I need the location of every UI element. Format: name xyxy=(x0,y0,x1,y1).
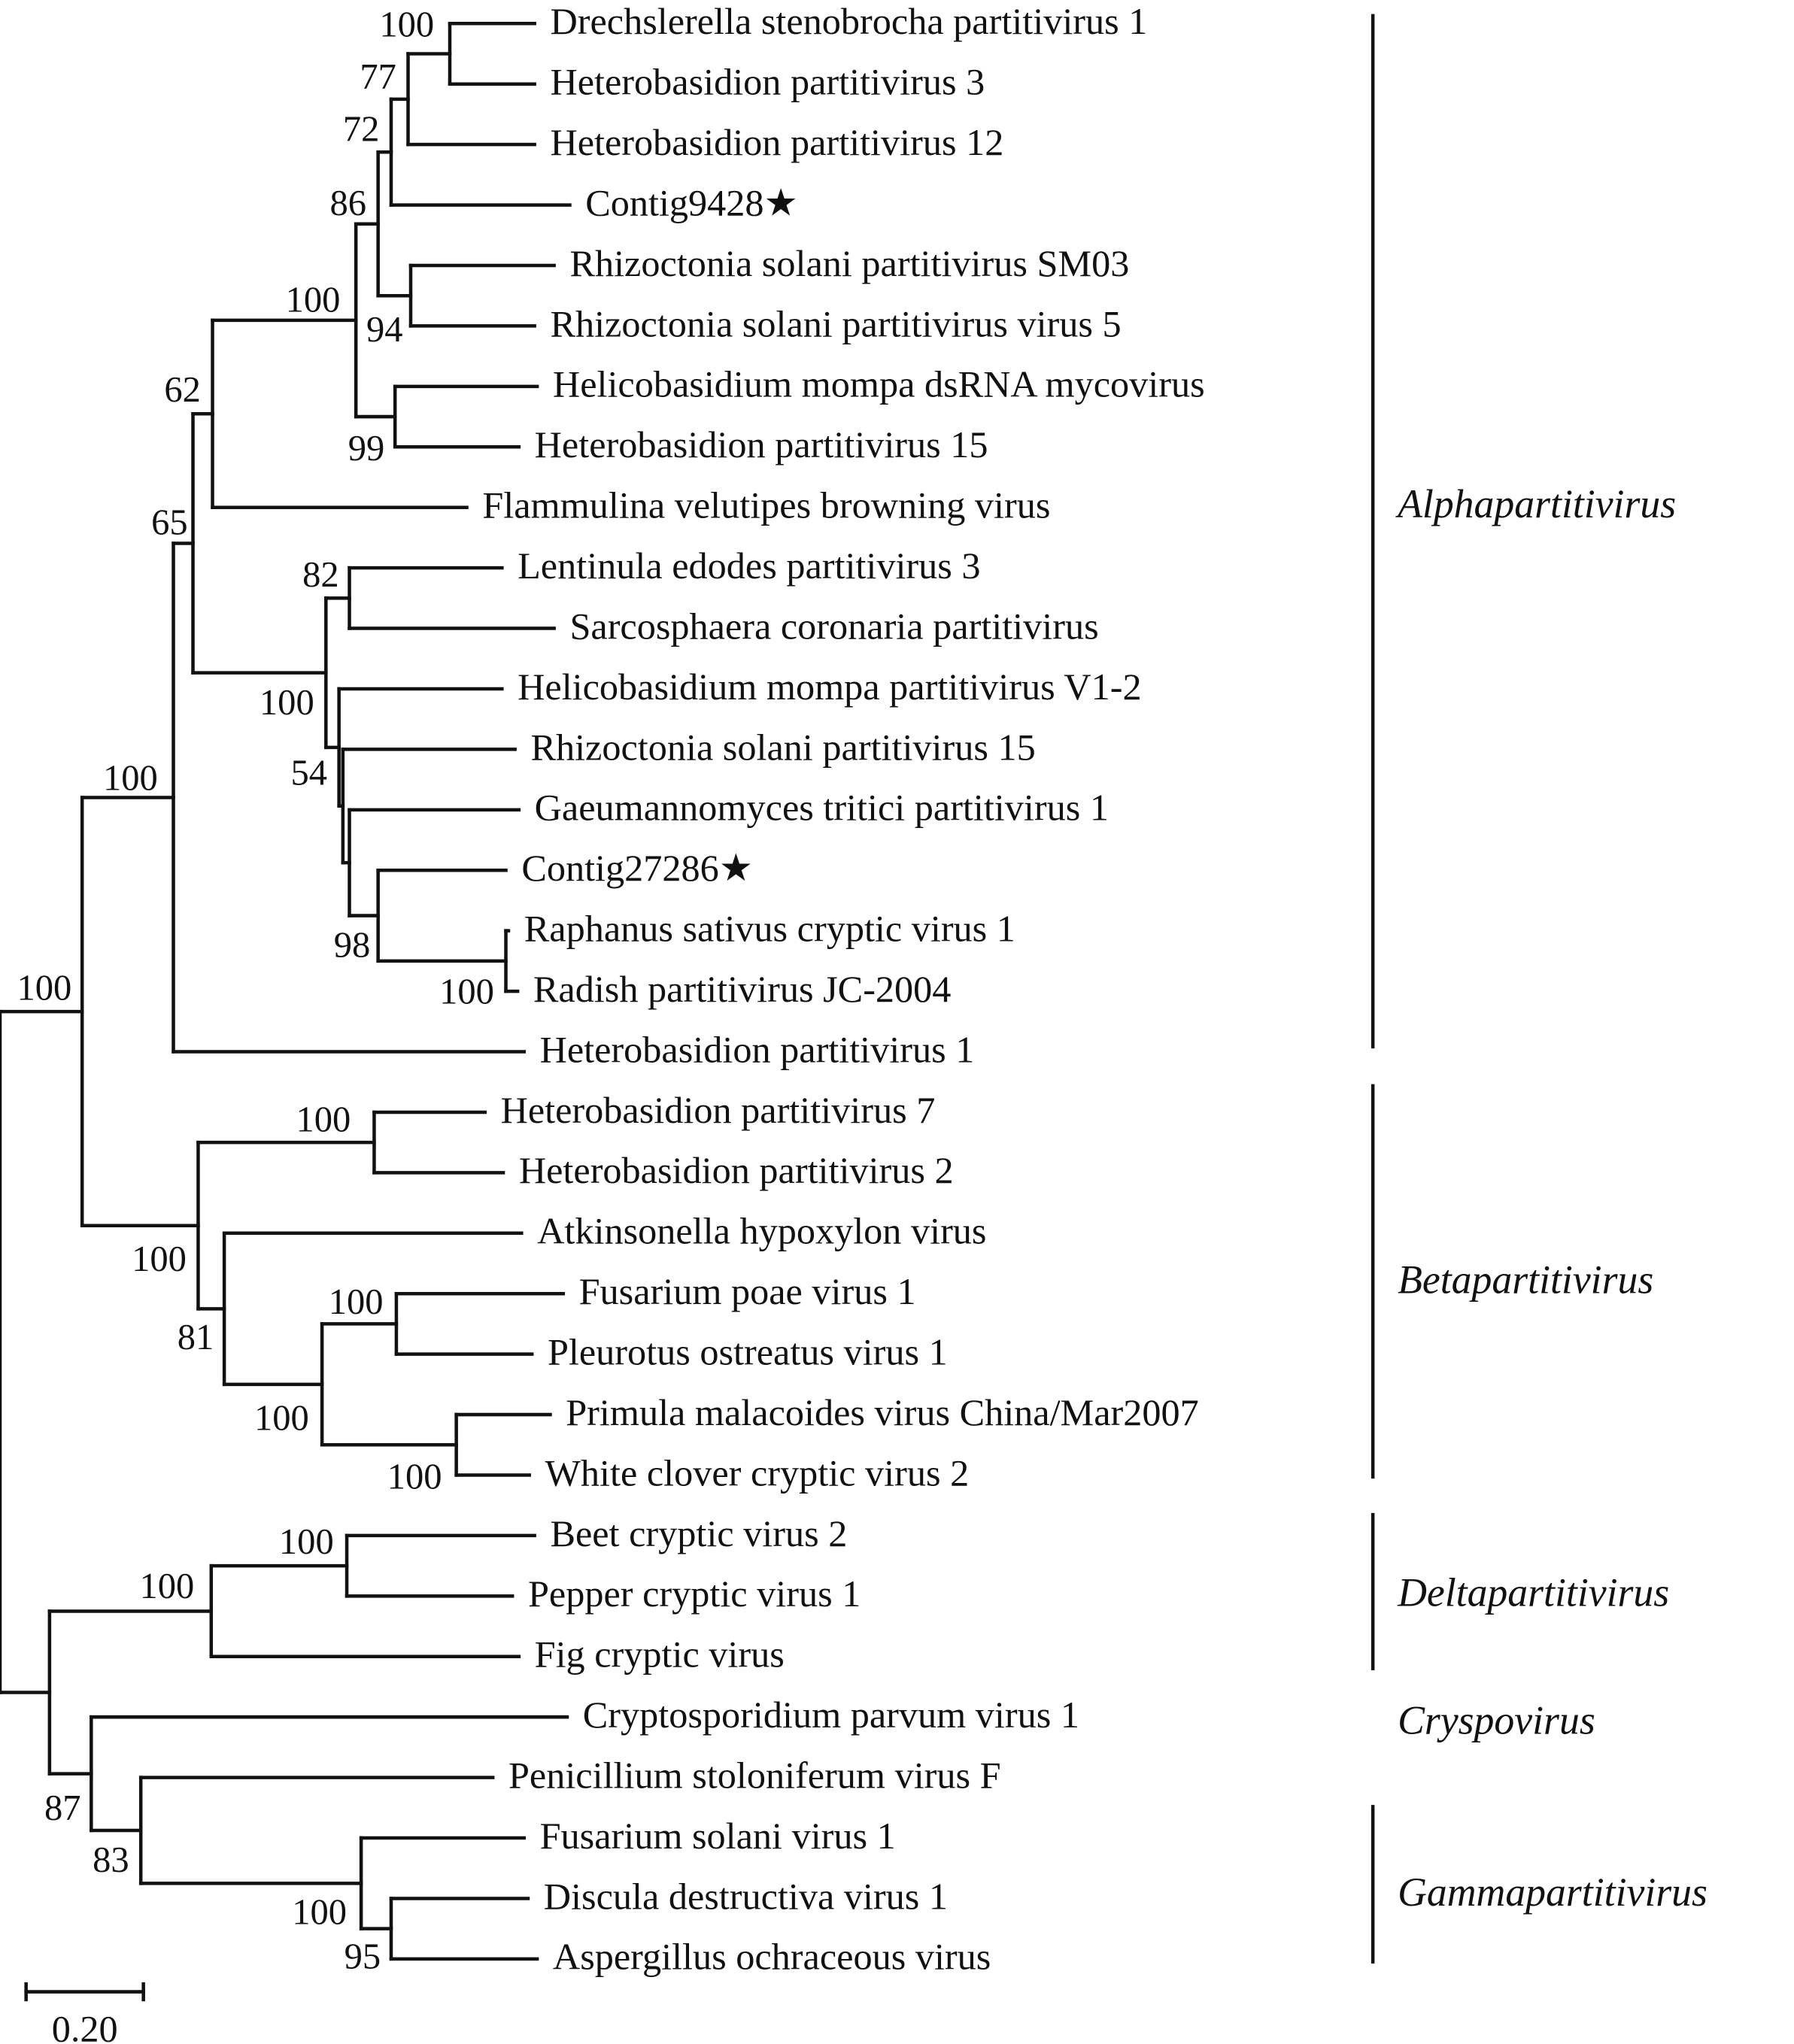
bootstrap-value: 94 xyxy=(366,310,403,350)
bootstrap-value: 62 xyxy=(164,370,201,410)
bootstrap-value: 95 xyxy=(345,1936,381,1976)
taxon-label: Helicobasidium mompa partitivirus V1-2 xyxy=(518,666,1141,708)
bootstrap-value: 100 xyxy=(254,1399,309,1439)
taxon-label: Aspergillus ochraceous virus xyxy=(553,1936,991,1978)
bootstrap-value: 100 xyxy=(286,280,341,320)
bootstrap-values: 100 77 72 86 100 94 62 99 65 82 100 54 100 98 100 100 10… xyxy=(17,5,494,1977)
clade-label-beta: Betapartitivirus xyxy=(1398,1257,1653,1303)
taxon-label: Contig9428★ xyxy=(585,181,797,223)
bootstrap-value: 100 xyxy=(260,683,314,723)
bootstrap-value: 54 xyxy=(291,754,328,793)
taxon-label: Raphanus sativus cryptic virus 1 xyxy=(524,908,1015,950)
taxon-label: Contig27286★ xyxy=(521,847,753,889)
bootstrap-value: 100 xyxy=(439,972,494,1012)
bootstrap-value: 100 xyxy=(379,5,434,45)
taxon-label: Heterobasidion partitivirus 12 xyxy=(550,121,1003,163)
bootstrap-value: 87 xyxy=(44,1788,81,1828)
bootstrap-value: 72 xyxy=(343,109,380,149)
bootstrap-value: 100 xyxy=(329,1282,384,1322)
taxon-label: White clover cryptic virus 2 xyxy=(545,1451,970,1494)
taxon-label: Flammulina velutipes browning virus xyxy=(482,484,1050,526)
taxon-label: Heterobasidion partitivirus 2 xyxy=(519,1149,954,1191)
taxon-label: Pepper cryptic virus 1 xyxy=(528,1572,861,1615)
taxon-label: Heterobasidion partitivirus 15 xyxy=(535,423,988,466)
tree-branches xyxy=(0,22,572,1961)
clade-label-gamma: Gammapartitivirus xyxy=(1398,1870,1707,1915)
bootstrap-value: 99 xyxy=(348,429,385,469)
bootstrap-value: 82 xyxy=(302,555,339,595)
bootstrap-value: 98 xyxy=(334,925,371,965)
bootstrap-value: 100 xyxy=(17,969,72,1008)
taxon-labels: Drechslerella stenobrocha partitivirus 1… xyxy=(482,0,1204,1978)
taxon-label: Fig cryptic virus xyxy=(535,1633,785,1676)
taxon-label: Drechslerella stenobrocha partitivirus 1 xyxy=(550,0,1147,42)
taxon-label: Cryptosporidium parvum virus 1 xyxy=(583,1694,1079,1736)
bootstrap-value: 65 xyxy=(151,503,188,543)
taxon-label: Heterobasidion partitivirus 1 xyxy=(540,1028,975,1070)
bootstrap-value: 100 xyxy=(139,1566,194,1606)
bootstrap-value: 77 xyxy=(360,57,396,97)
taxon-label: Lentinula edodes partitivirus 3 xyxy=(518,544,980,587)
taxon-label: Rhizoctonia solani partitivirus virus 5 xyxy=(550,302,1121,344)
taxon-label: Discula destructiva virus 1 xyxy=(544,1875,948,1917)
taxon-label: Beet cryptic virus 2 xyxy=(550,1512,847,1554)
bootstrap-value: 81 xyxy=(178,1318,214,1357)
clade-label-cryspo: Cryspovirus xyxy=(1398,1697,1595,1742)
taxon-label: Helicobasidium mompa dsRNA mycovirus xyxy=(553,363,1205,405)
clade-label-alpha: Alphapartitivirus xyxy=(1395,481,1676,526)
taxon-label: Pleurotus ostreatus virus 1 xyxy=(548,1331,948,1373)
taxon-label: Penicillium stoloniferum virus F xyxy=(508,1754,1001,1796)
taxon-label: Sarcosphaera coronaria partitivirus xyxy=(569,605,1098,647)
taxon-label: Gaeumannomyces tritici partitivirus 1 xyxy=(535,787,1109,829)
bootstrap-value: 83 xyxy=(93,1840,129,1880)
scale-bar-label: 0.20 xyxy=(52,2007,118,2044)
bootstrap-value: 100 xyxy=(292,1892,347,1932)
taxon-label: Fusarium solani virus 1 xyxy=(540,1815,896,1857)
taxon-label: Primula malacoides virus China/Mar2007 xyxy=(566,1391,1199,1433)
clade-label-delta: Deltapartitivirus xyxy=(1397,1570,1669,1615)
bootstrap-value: 100 xyxy=(103,758,158,798)
taxon-label: Heterobasidion partitivirus 3 xyxy=(550,61,985,103)
bootstrap-value: 86 xyxy=(330,183,367,223)
taxon-label: Rhizoctonia solani partitivirus SM03 xyxy=(569,242,1129,284)
bootstrap-value: 100 xyxy=(132,1239,187,1279)
bootstrap-value: 100 xyxy=(279,1522,334,1562)
taxon-label: Atkinsonella hypoxylon virus xyxy=(537,1210,986,1252)
bootstrap-value: 100 xyxy=(296,1100,351,1140)
taxon-label: Heterobasidion partitivirus 7 xyxy=(501,1089,936,1131)
taxon-label: Fusarium poae virus 1 xyxy=(579,1270,916,1312)
taxon-label: Rhizoctonia solani partitivirus 15 xyxy=(530,726,1035,768)
taxon-label: Radish partitivirus JC-2004 xyxy=(533,968,952,1010)
bootstrap-value: 100 xyxy=(387,1457,442,1497)
scale-bar: 0.20 xyxy=(24,1982,145,2044)
